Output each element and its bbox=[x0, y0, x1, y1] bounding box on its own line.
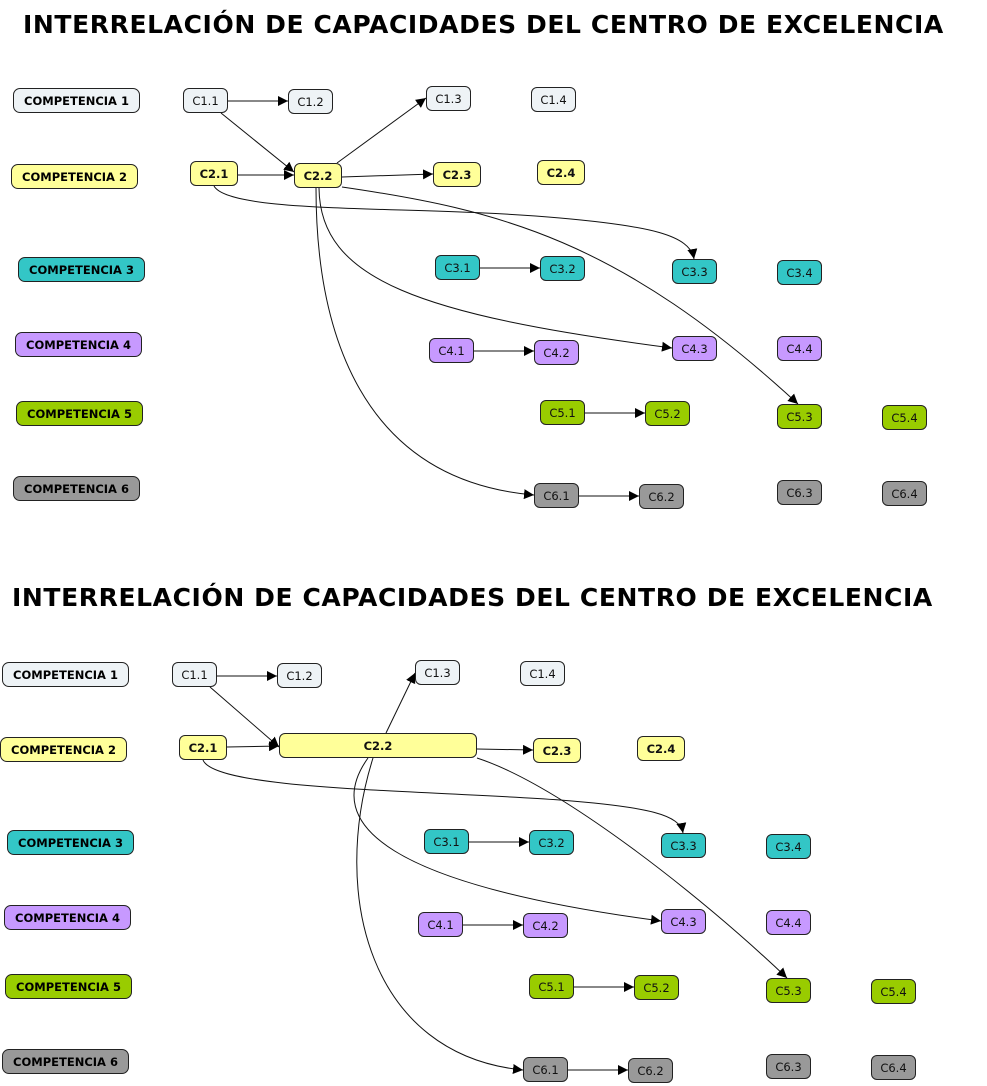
competencia-6-label[interactable]: COMPETENCIA 6 bbox=[2, 1049, 129, 1074]
node-c5-2[interactable]: C5.2 bbox=[634, 975, 679, 1000]
node-c4-3[interactable]: C4.3 bbox=[672, 336, 717, 361]
edge-C2-1-to-C2-2 bbox=[226, 741, 280, 752]
node-c2-1[interactable]: C2.1 bbox=[190, 161, 238, 186]
competencia-5-label[interactable]: COMPETENCIA 5 bbox=[16, 401, 143, 426]
node-c1-1[interactable]: C1.1 bbox=[172, 662, 217, 687]
node-c4-2[interactable]: C4.2 bbox=[523, 913, 568, 938]
node-c2-2[interactable]: C2.2 bbox=[294, 163, 342, 188]
node-c2-1[interactable]: C2.1 bbox=[179, 735, 227, 760]
edge-C2-2-to-C4-3 bbox=[353, 757, 662, 925]
node-c2-3[interactable]: C2.3 bbox=[533, 738, 581, 763]
node-c5-2[interactable]: C5.2 bbox=[645, 401, 690, 426]
node-c3-2[interactable]: C3.2 bbox=[529, 830, 574, 855]
node-c1-4[interactable]: C1.4 bbox=[520, 661, 565, 686]
edge-C2-1-to-C3-3 bbox=[213, 185, 698, 260]
node-c3-2[interactable]: C3.2 bbox=[540, 256, 585, 281]
competencia-5-label[interactable]: COMPETENCIA 5 bbox=[5, 974, 132, 999]
edges-layer bbox=[213, 96, 799, 501]
edge-C2-2-to-C4-3 bbox=[318, 187, 673, 352]
node-c4-4[interactable]: C4.4 bbox=[766, 910, 811, 935]
node-c1-1[interactable]: C1.1 bbox=[183, 88, 228, 113]
node-c6-4[interactable]: C6.4 bbox=[871, 1055, 916, 1080]
node-c3-4[interactable]: C3.4 bbox=[766, 834, 811, 859]
node-c6-3[interactable]: C6.3 bbox=[777, 480, 822, 505]
diagram-1: INTERRELACIÓN DE CAPACIDADES DEL CENTRO … bbox=[11, 10, 944, 509]
competencia-2-label[interactable]: COMPETENCIA 2 bbox=[0, 737, 127, 762]
node-c6-2[interactable]: C6.2 bbox=[628, 1058, 673, 1083]
node-c5-3[interactable]: C5.3 bbox=[777, 404, 822, 429]
node-c1-2[interactable]: C1.2 bbox=[277, 663, 322, 688]
node-c6-1[interactable]: C6.1 bbox=[523, 1057, 568, 1082]
node-c1-3[interactable]: C1.3 bbox=[426, 86, 471, 111]
edges-layer bbox=[202, 671, 788, 1075]
node-c1-4[interactable]: C1.4 bbox=[531, 87, 576, 112]
node-c5-1[interactable]: C5.1 bbox=[540, 400, 585, 425]
node-c3-4[interactable]: C3.4 bbox=[777, 260, 822, 285]
node-c6-2[interactable]: C6.2 bbox=[639, 484, 684, 509]
node-c4-1[interactable]: C4.1 bbox=[429, 338, 474, 363]
node-c5-4[interactable]: C5.4 bbox=[882, 405, 927, 430]
node-c5-3[interactable]: C5.3 bbox=[766, 978, 811, 1003]
edge-C1-1-to-C2-2 bbox=[220, 112, 295, 173]
diagram-title: INTERRELACIÓN DE CAPACIDADES DEL CENTRO … bbox=[23, 10, 944, 39]
edge-C2-2-to-C2-3 bbox=[341, 169, 434, 180]
node-c6-4[interactable]: C6.4 bbox=[882, 481, 927, 506]
edge-C2-2-to-C5-3 bbox=[341, 186, 799, 405]
node-c3-1[interactable]: C3.1 bbox=[435, 255, 480, 280]
node-c6-3[interactable]: C6.3 bbox=[766, 1054, 811, 1079]
edge-C2-1-to-C3-3 bbox=[202, 759, 687, 834]
node-c3-3[interactable]: C3.3 bbox=[661, 833, 706, 858]
edge-C2-2-to-C6-1 bbox=[315, 187, 535, 500]
node-c2-4[interactable]: C2.4 bbox=[637, 736, 685, 761]
edge-C2-2-to-C2-3 bbox=[476, 744, 534, 755]
node-c3-3[interactable]: C3.3 bbox=[672, 259, 717, 284]
node-c2-2[interactable]: C2.2 bbox=[279, 733, 477, 758]
competencia-6-label[interactable]: COMPETENCIA 6 bbox=[13, 476, 140, 501]
edge-C2-2-to-C1-3 bbox=[385, 672, 416, 734]
competencia-3-label[interactable]: COMPETENCIA 3 bbox=[7, 830, 134, 855]
node-c1-3[interactable]: C1.3 bbox=[415, 660, 460, 685]
competencia-1-label[interactable]: COMPETENCIA 1 bbox=[2, 662, 129, 687]
node-c3-1[interactable]: C3.1 bbox=[424, 829, 469, 854]
node-c5-1[interactable]: C5.1 bbox=[529, 974, 574, 999]
diagram-2: INTERRELACIÓN DE CAPACIDADES DEL CENTRO … bbox=[0, 575, 987, 1086]
edge-C2-2-to-C5-3 bbox=[476, 757, 788, 979]
diagram-title: INTERRELACIÓN DE CAPACIDADES DEL CENTRO … bbox=[12, 583, 933, 612]
node-c6-1[interactable]: C6.1 bbox=[534, 483, 579, 508]
competencia-2-label[interactable]: COMPETENCIA 2 bbox=[11, 164, 138, 189]
competencia-1-label[interactable]: COMPETENCIA 1 bbox=[13, 88, 140, 113]
edge-C2-2-to-C6-1 bbox=[356, 757, 524, 1074]
edge-C1-1-to-C2-2 bbox=[209, 686, 280, 748]
node-c1-2[interactable]: C1.2 bbox=[288, 89, 333, 114]
node-c4-1[interactable]: C4.1 bbox=[418, 912, 463, 937]
competencia-3-label[interactable]: COMPETENCIA 3 bbox=[18, 257, 145, 282]
competencia-4-label[interactable]: COMPETENCIA 4 bbox=[4, 905, 131, 930]
node-c4-4[interactable]: C4.4 bbox=[777, 336, 822, 361]
node-c2-3[interactable]: C2.3 bbox=[433, 162, 481, 187]
node-c2-4[interactable]: C2.4 bbox=[537, 160, 585, 185]
competencia-4-label[interactable]: COMPETENCIA 4 bbox=[15, 332, 142, 357]
node-c4-2[interactable]: C4.2 bbox=[534, 340, 579, 365]
node-c5-4[interactable]: C5.4 bbox=[871, 979, 916, 1004]
edge-C2-2-to-C1-3 bbox=[336, 97, 427, 164]
node-c4-3[interactable]: C4.3 bbox=[661, 909, 706, 934]
